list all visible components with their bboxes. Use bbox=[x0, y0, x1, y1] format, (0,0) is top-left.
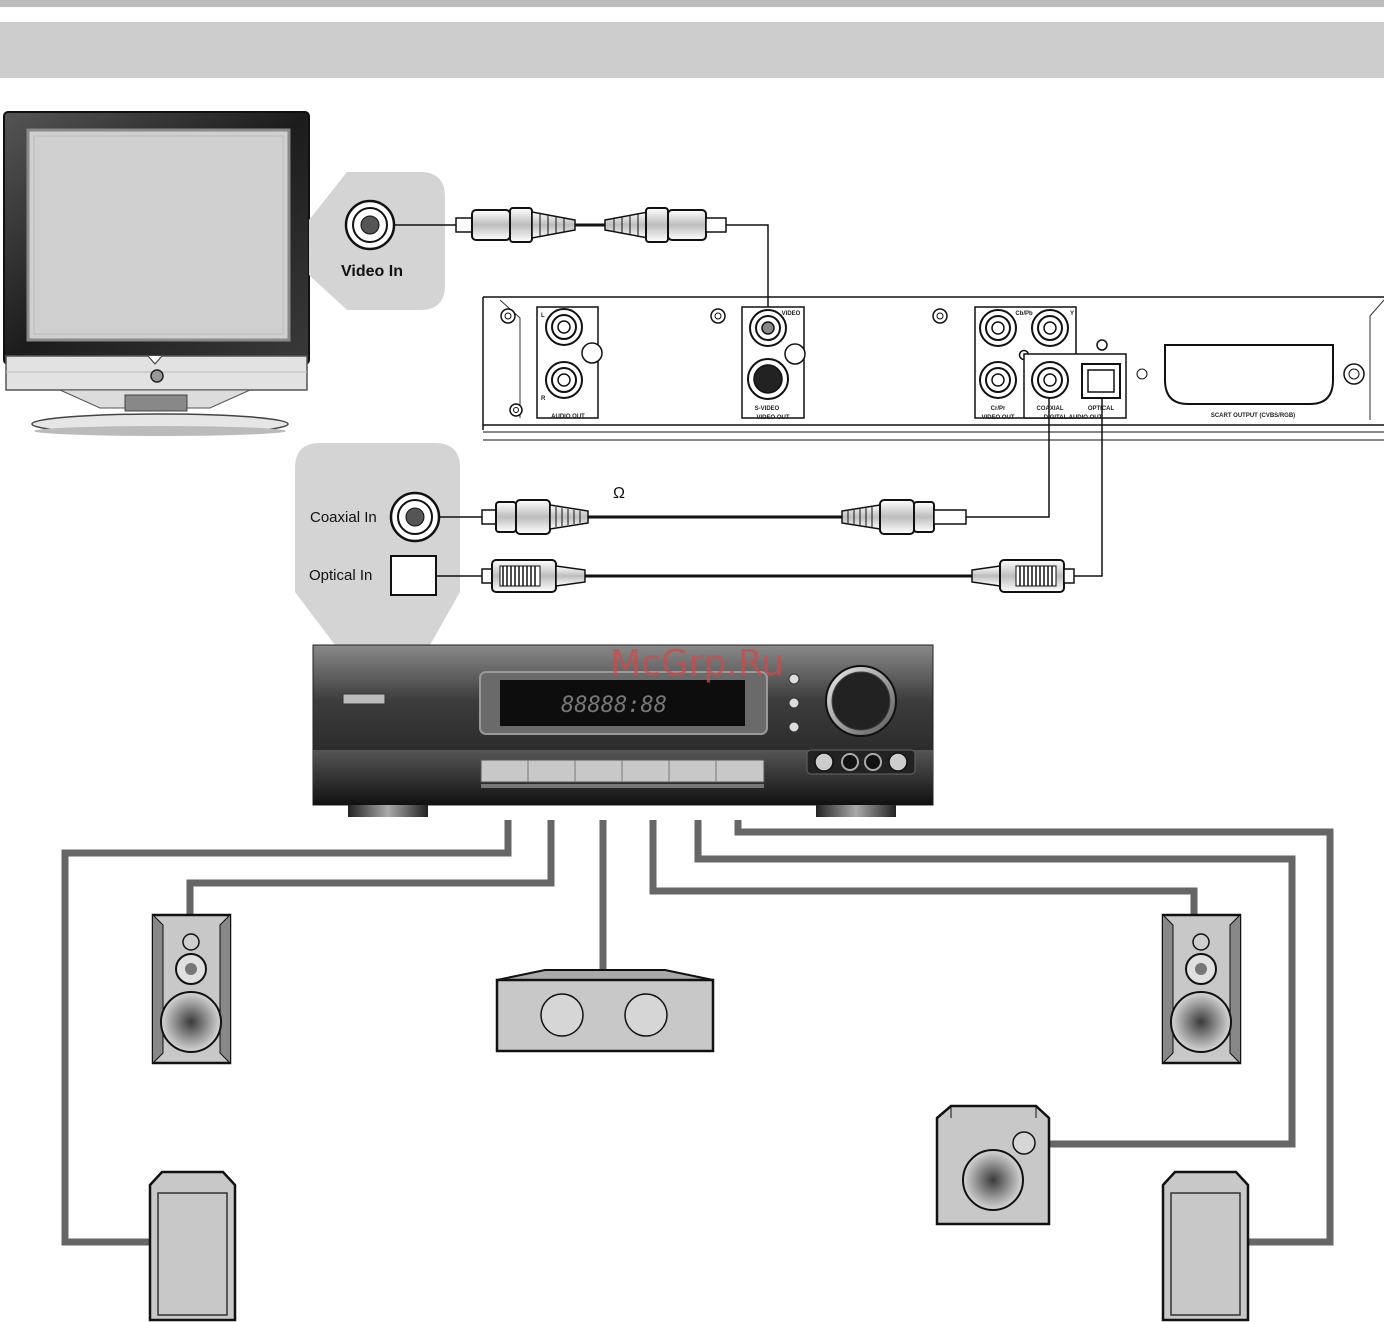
cr-label: Cr/Pr bbox=[991, 406, 1006, 412]
video-plug-right bbox=[605, 208, 726, 242]
audio-out-label: AUDIO OUT bbox=[551, 414, 585, 420]
receiver-foot-right bbox=[816, 805, 896, 817]
watermark: McGrp.Ru bbox=[610, 643, 784, 684]
impedance-symbol: Ω bbox=[613, 485, 625, 502]
center-speaker bbox=[497, 970, 713, 1051]
coaxial-plug-left bbox=[482, 500, 588, 534]
optical-cable bbox=[436, 398, 1102, 592]
receiver-inputs-callout: Coaxial In Optical In bbox=[295, 443, 460, 645]
coaxial-in-label: Coaxial In bbox=[310, 509, 377, 526]
video-in-callout: Video In bbox=[309, 172, 445, 310]
front-left-speaker bbox=[153, 915, 230, 1063]
coaxial-label: COAXIAL bbox=[1037, 406, 1064, 412]
rear-left-speaker bbox=[150, 1172, 235, 1320]
receiver-foot-left bbox=[348, 805, 428, 817]
dvd-rear-panel: L R AUDIO OUT VIDEO S-VIDEO VIDEO OUT bbox=[483, 297, 1384, 440]
svideo-label: S-VIDEO bbox=[755, 406, 780, 412]
video-out-label: VIDEO OUT bbox=[756, 415, 789, 421]
cb-label: Cb/Pb bbox=[1015, 311, 1033, 317]
component-video-out-label: VIDEO OUT bbox=[981, 415, 1014, 421]
y-label: Y bbox=[1070, 311, 1074, 317]
optical-in-port bbox=[391, 556, 436, 595]
rear-right-speaker bbox=[1163, 1172, 1248, 1320]
video-plug-left bbox=[456, 208, 575, 242]
front-right-speaker bbox=[1163, 915, 1240, 1063]
tv-power-icon bbox=[151, 370, 163, 382]
optical-plug-left bbox=[482, 560, 585, 592]
digital-audio-out-label: DIGITAL AUDIO OUT bbox=[1044, 415, 1103, 421]
coaxial-plug-right bbox=[842, 500, 966, 534]
scart-label: SCART OUTPUT (CVBS/RGB) bbox=[1211, 413, 1295, 419]
video-in-label: Video In bbox=[341, 263, 403, 280]
receiver-display-text: 88888:88 bbox=[561, 693, 667, 718]
video-out-group: VIDEO S-VIDEO VIDEO OUT bbox=[742, 307, 805, 421]
optical-in-label: Optical In bbox=[309, 567, 372, 584]
video-label: VIDEO bbox=[782, 311, 801, 317]
header-bar bbox=[0, 22, 1384, 78]
wire-front-left bbox=[190, 820, 551, 915]
audio-left-label: L bbox=[541, 313, 545, 319]
audio-right-label: R bbox=[541, 396, 546, 402]
subwoofer bbox=[937, 1106, 1049, 1224]
scart-output: SCART OUTPUT (CVBS/RGB) bbox=[1165, 345, 1333, 419]
optical-plug-right bbox=[972, 560, 1074, 592]
optical-label: OPTICAL bbox=[1088, 406, 1115, 412]
component-digital-group: Cb/Pb Y Cr/Pr VIDEO OUT COAXIAL OPTICAL … bbox=[975, 307, 1126, 421]
tv-monitor bbox=[4, 112, 309, 436]
top-rule bbox=[0, 0, 1384, 7]
audio-out-group: L R AUDIO OUT bbox=[537, 307, 602, 420]
